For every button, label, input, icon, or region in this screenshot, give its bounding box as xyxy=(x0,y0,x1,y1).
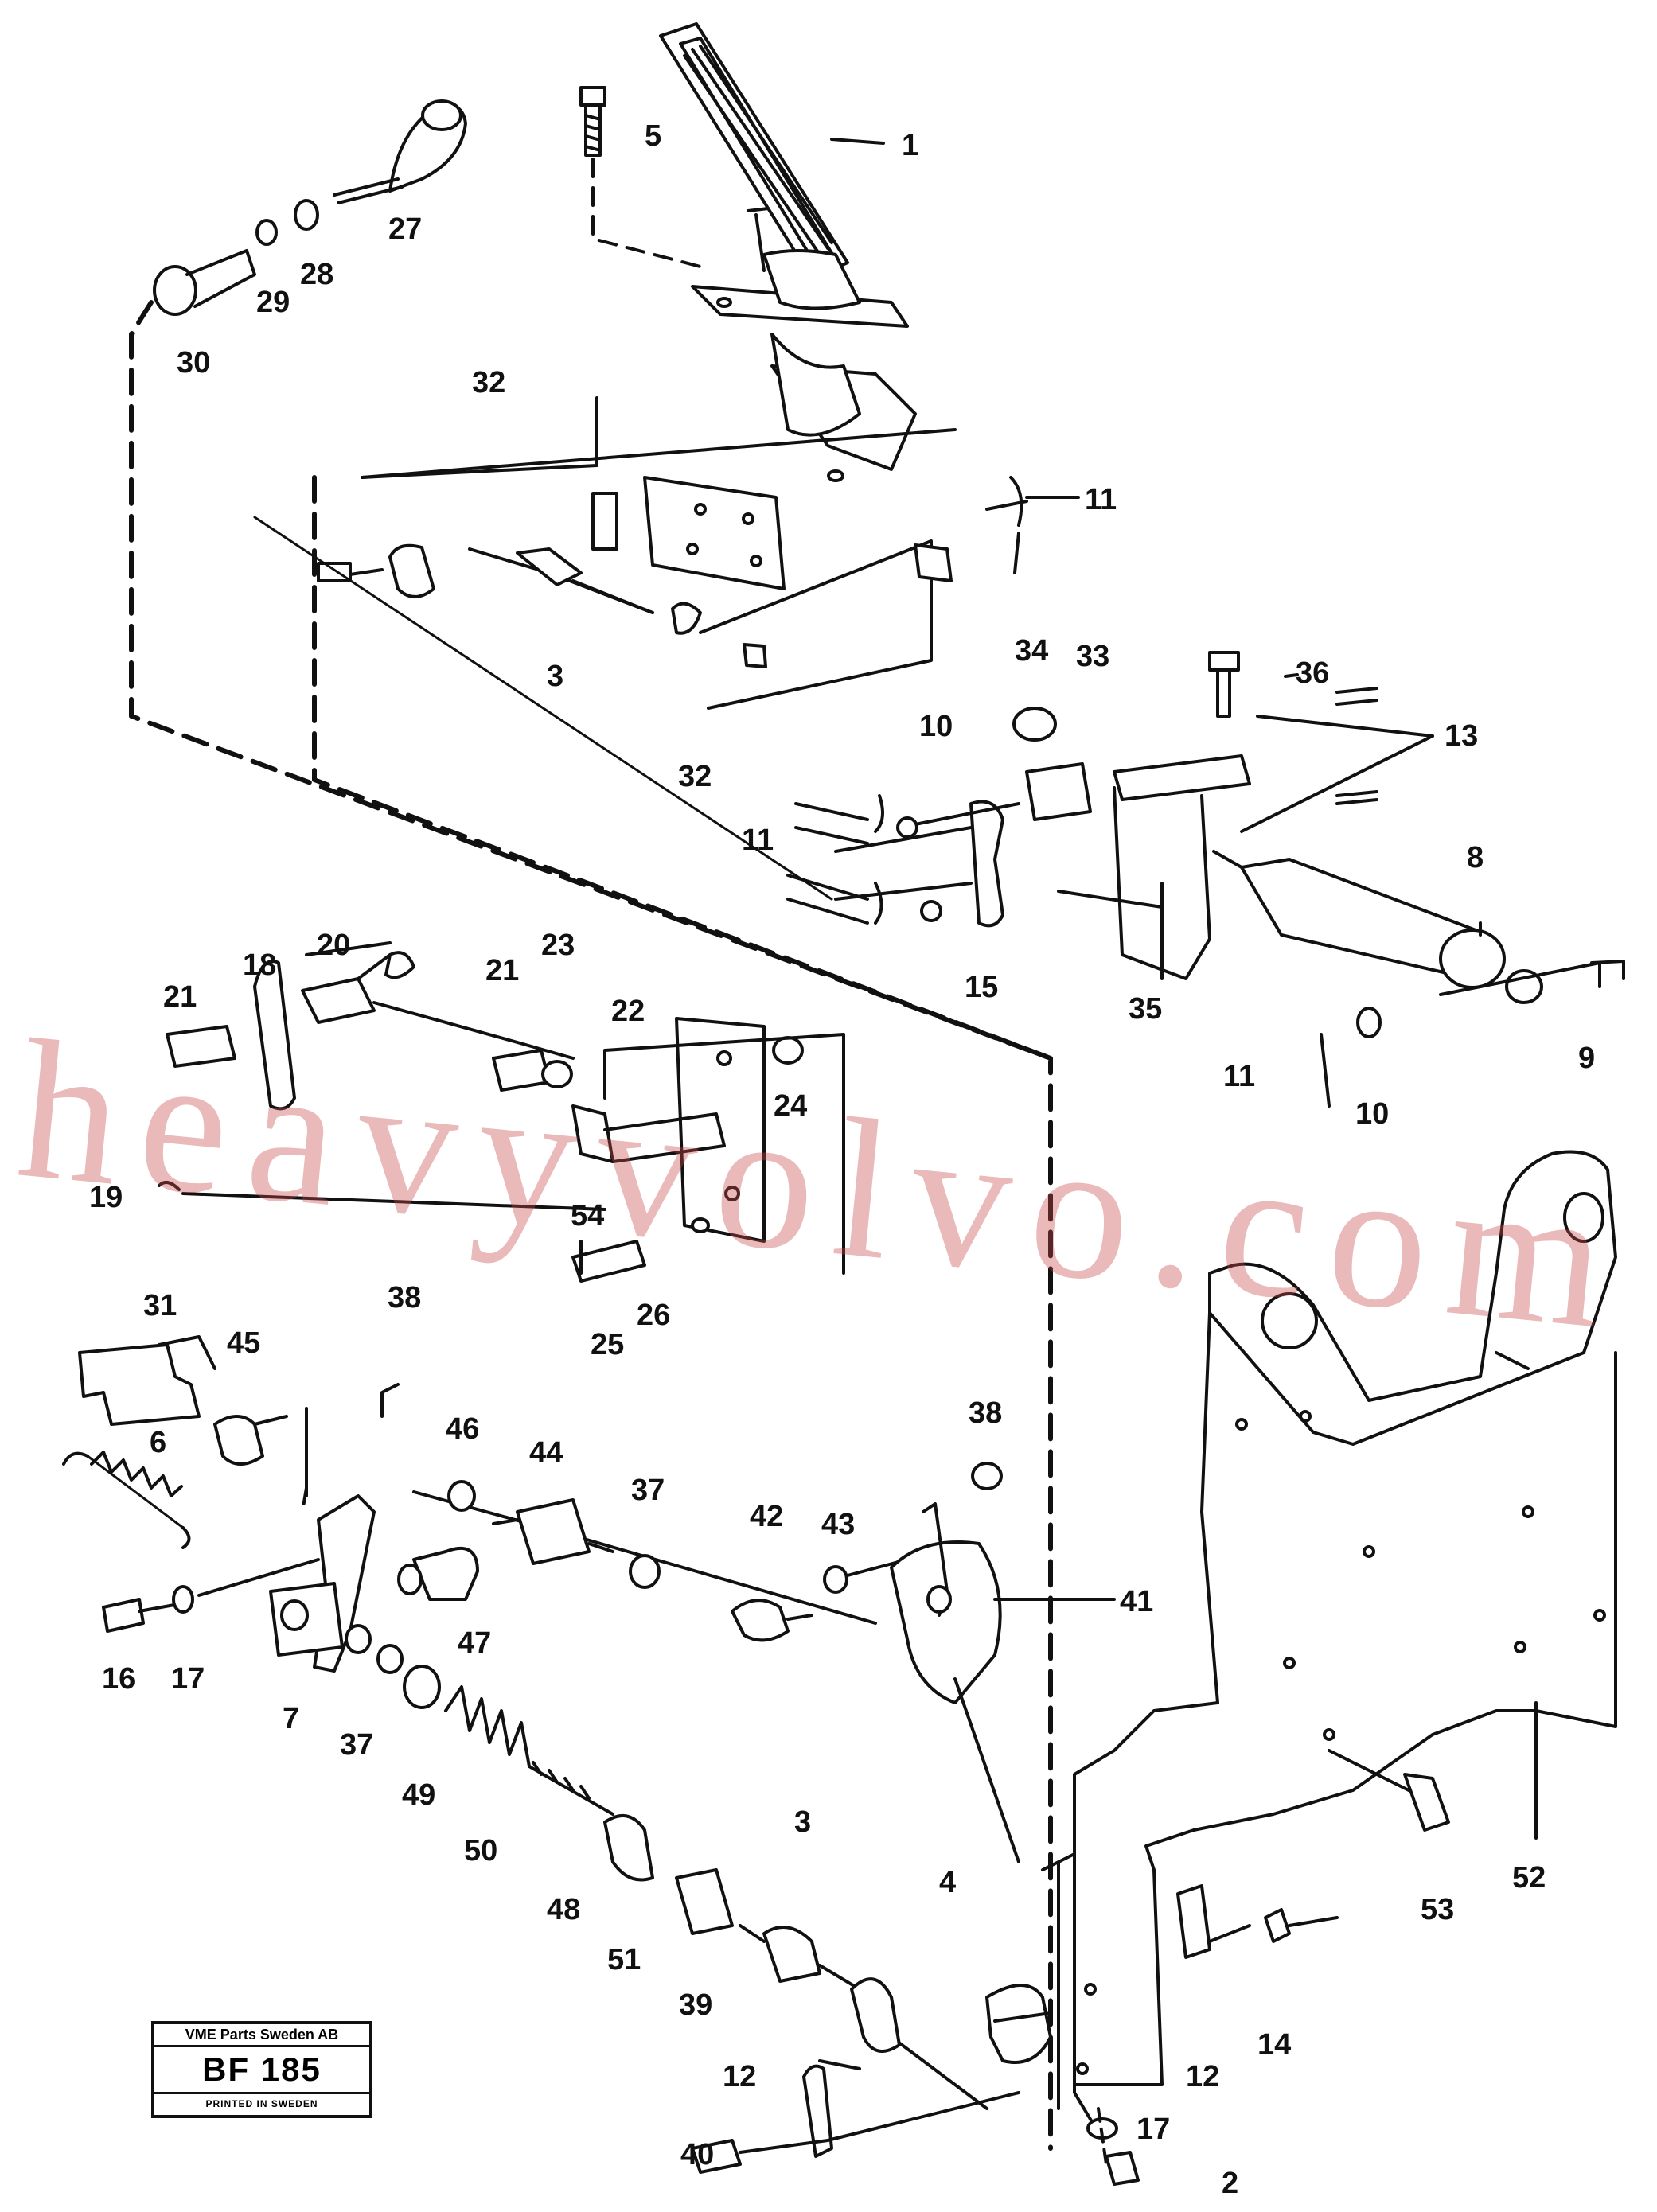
part-label: 9 xyxy=(1578,1042,1595,1075)
coupling-44 xyxy=(516,1498,591,1565)
part-label: 11 xyxy=(1085,483,1117,516)
part-label: 30 xyxy=(177,346,210,380)
stamp-company: VME Parts Sweden AB xyxy=(154,2024,369,2047)
stamp-code: BF 185 xyxy=(154,2047,369,2094)
part-label: 48 xyxy=(547,1893,580,1926)
knob-27 xyxy=(333,99,467,204)
part-label: 4 xyxy=(939,1866,956,1899)
part-label: 50 xyxy=(464,1834,497,1867)
part-label: 12 xyxy=(723,2060,756,2093)
part-label: 29 xyxy=(256,286,290,319)
part-label: 18 xyxy=(243,948,276,982)
part-label: 15 xyxy=(965,971,998,1004)
frame-52 xyxy=(1041,1150,1617,2134)
part-label: 22 xyxy=(611,995,645,1028)
part-label: 32 xyxy=(472,366,505,399)
cylinder-8 xyxy=(1212,850,1543,1004)
clamp-4 xyxy=(985,1984,1052,2064)
part-label: 40 xyxy=(680,2138,714,2171)
part-label: 35 xyxy=(1129,992,1162,1026)
part-label: 28 xyxy=(300,258,333,291)
part-label: 27 xyxy=(388,212,422,246)
part-label: 3 xyxy=(794,1805,811,1839)
spring-6 xyxy=(62,1451,191,1549)
part-label: 38 xyxy=(969,1396,1002,1430)
part-label: 11 xyxy=(1223,1060,1255,1093)
part-label: 17 xyxy=(1137,2113,1170,2146)
part-label: 21 xyxy=(163,980,197,1014)
part-label: 6 xyxy=(150,1426,166,1459)
part-label: 37 xyxy=(631,1474,665,1507)
sleeve-30 xyxy=(153,249,256,316)
part-label: 33 xyxy=(1076,640,1109,673)
part-label: 42 xyxy=(750,1500,783,1533)
part-label: 19 xyxy=(89,1181,123,1214)
part-label: 52 xyxy=(1512,1861,1546,1895)
part-label: 13 xyxy=(1445,719,1478,753)
part-label: 10 xyxy=(1355,1097,1389,1131)
part-number-labels: 1 5 27 28 29 30 32 11 3 32 34 33 36 10 1… xyxy=(89,119,1595,2200)
part-label: 16 xyxy=(102,1662,135,1696)
part-label: 20 xyxy=(317,929,350,962)
screw-5 xyxy=(579,86,606,157)
part-label: 3 xyxy=(547,660,563,693)
part-label: 39 xyxy=(679,1988,712,2022)
part-label: 21 xyxy=(485,954,519,987)
part-label: 53 xyxy=(1421,1893,1454,1926)
part-label: 34 xyxy=(1015,634,1048,668)
part-label: 11 xyxy=(742,824,774,857)
bracket-35 xyxy=(1057,754,1251,980)
part-label: 46 xyxy=(446,1412,479,1446)
part-label: 12 xyxy=(1186,2060,1219,2093)
lever-7 xyxy=(269,1494,376,1673)
part-label: 17 xyxy=(171,1662,205,1696)
part-label: 24 xyxy=(774,1089,807,1123)
part-label: 38 xyxy=(388,1281,421,1314)
part-label: 31 xyxy=(143,1289,177,1322)
part-label: 41 xyxy=(1120,1585,1153,1618)
part-label: 51 xyxy=(607,1943,641,1976)
part-label: 25 xyxy=(591,1328,624,1361)
part-label: 1 xyxy=(902,129,918,162)
part-label: 8 xyxy=(1467,841,1484,874)
part-label: 36 xyxy=(1296,656,1329,690)
part-label: 5 xyxy=(645,119,661,153)
part-label: 14 xyxy=(1257,2028,1291,2062)
part-label: 23 xyxy=(541,929,575,962)
part-label: 47 xyxy=(458,1626,491,1660)
part-label: 44 xyxy=(529,1436,563,1470)
part-label: 45 xyxy=(227,1326,260,1360)
part-label: 7 xyxy=(283,1702,299,1735)
part-label: 2 xyxy=(1222,2167,1238,2200)
part-label: 32 xyxy=(678,760,712,793)
part-label: 26 xyxy=(637,1299,670,1332)
accelerator-pedal xyxy=(659,22,917,482)
stamp-printed: PRINTED IN SWEDEN xyxy=(205,2098,318,2109)
plate-32 xyxy=(643,476,786,590)
part-label: 49 xyxy=(402,1778,435,1812)
part-label: 43 xyxy=(821,1508,855,1541)
bracket-41 xyxy=(890,1502,1002,1704)
part-label: 37 xyxy=(340,1728,373,1762)
part-label: 54 xyxy=(571,1199,604,1233)
part-label: 10 xyxy=(919,710,953,743)
parts-stamp: VME Parts Sweden AB BF 185 PRINTED IN SW… xyxy=(151,2021,372,2118)
spring-50 xyxy=(444,1685,531,1768)
